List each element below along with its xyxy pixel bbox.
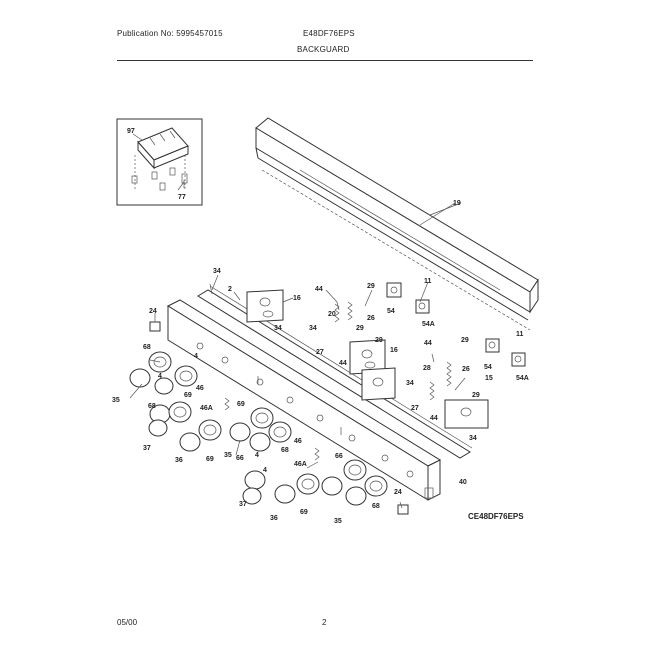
callout-44: 44 [430,415,438,422]
callout-46: 46 [196,385,204,392]
callout-29: 29 [461,337,469,344]
callout-69: 69 [237,401,245,408]
callout-66: 66 [335,453,343,460]
model-number: E48DF76EPS [303,29,355,38]
callout-4: 4 [194,353,198,360]
page-number: 2 [322,618,327,627]
callout-34: 34 [406,380,414,387]
callout-54: 54 [387,308,395,315]
callout-66: 66 [236,455,244,462]
leader-lines [129,180,466,509]
callout-37: 37 [239,501,247,508]
callout-46: 46 [294,438,302,445]
callout-34: 34 [469,435,477,442]
callout-69: 69 [300,509,308,516]
callout-11: 11 [516,331,524,338]
publication-number: Publication No: 5995457015 [117,29,223,38]
callout-44: 44 [424,340,432,347]
callout-16: 16 [390,347,398,354]
callout-35: 35 [334,518,342,525]
callout-68: 68 [143,344,151,351]
footer-date: 05/00 [117,618,138,627]
callout-34: 34 [274,325,282,332]
callout-26: 26 [462,366,470,373]
callout-29: 29 [367,283,375,290]
callout-29: 29 [472,392,480,399]
callout-29: 29 [375,337,383,344]
callout-97: 97 [127,128,135,135]
callout-24: 24 [394,489,402,496]
control-panel [166,299,442,501]
switch-brackets [246,289,489,429]
callout-4: 4 [263,467,267,474]
callout-28: 28 [423,365,431,372]
callout-68: 68 [148,403,156,410]
callout-69: 69 [206,456,214,463]
callout-29: 29 [356,325,364,332]
callout-2: 2 [228,286,232,293]
springs [224,301,452,461]
backguard-panel [255,117,539,331]
callout-46A: 46A [294,461,307,468]
callout-68: 68 [372,503,380,510]
callout-68: 68 [281,447,289,454]
control-knobs [129,351,388,506]
callout-54A: 54A [516,375,529,382]
callout-77: 77 [178,194,186,201]
callout-labels: 97 77 19 34 2 16 44 29 11 24 20 26 54 54… [112,128,529,525]
callout-40: 40 [459,479,467,486]
callout-69: 69 [184,392,192,399]
callout-44: 44 [339,360,347,367]
ignition-switches [386,282,526,367]
callout-35: 35 [112,397,120,404]
callout-34: 34 [309,325,317,332]
callout-16: 16 [293,295,301,302]
callout-15: 15 [485,375,493,382]
callout-44: 44 [315,286,323,293]
callout-26: 26 [367,315,375,322]
diagram-code: CE48DF76EPS [468,512,524,521]
callout-36: 36 [175,457,183,464]
callout-27: 27 [316,349,324,356]
callout-34: 34 [213,268,221,275]
callout-35: 35 [224,452,232,459]
callout-19: 19 [453,200,461,207]
callout-46A: 46A [200,405,213,412]
callout-54: 54 [484,364,492,371]
callout-54A: 54A [422,321,435,328]
callout-27: 27 [411,405,419,412]
callout-37: 37 [143,445,151,452]
section-title: BACKGUARD [297,45,350,54]
callout-11: 11 [424,278,432,285]
callout-20: 20 [328,311,336,318]
callout-36: 36 [270,515,278,522]
inset-detail [116,118,203,206]
callout-24: 24 [149,308,157,315]
header-rule [117,60,533,61]
callout-4: 4 [158,373,162,380]
callout-4: 4 [255,452,259,459]
